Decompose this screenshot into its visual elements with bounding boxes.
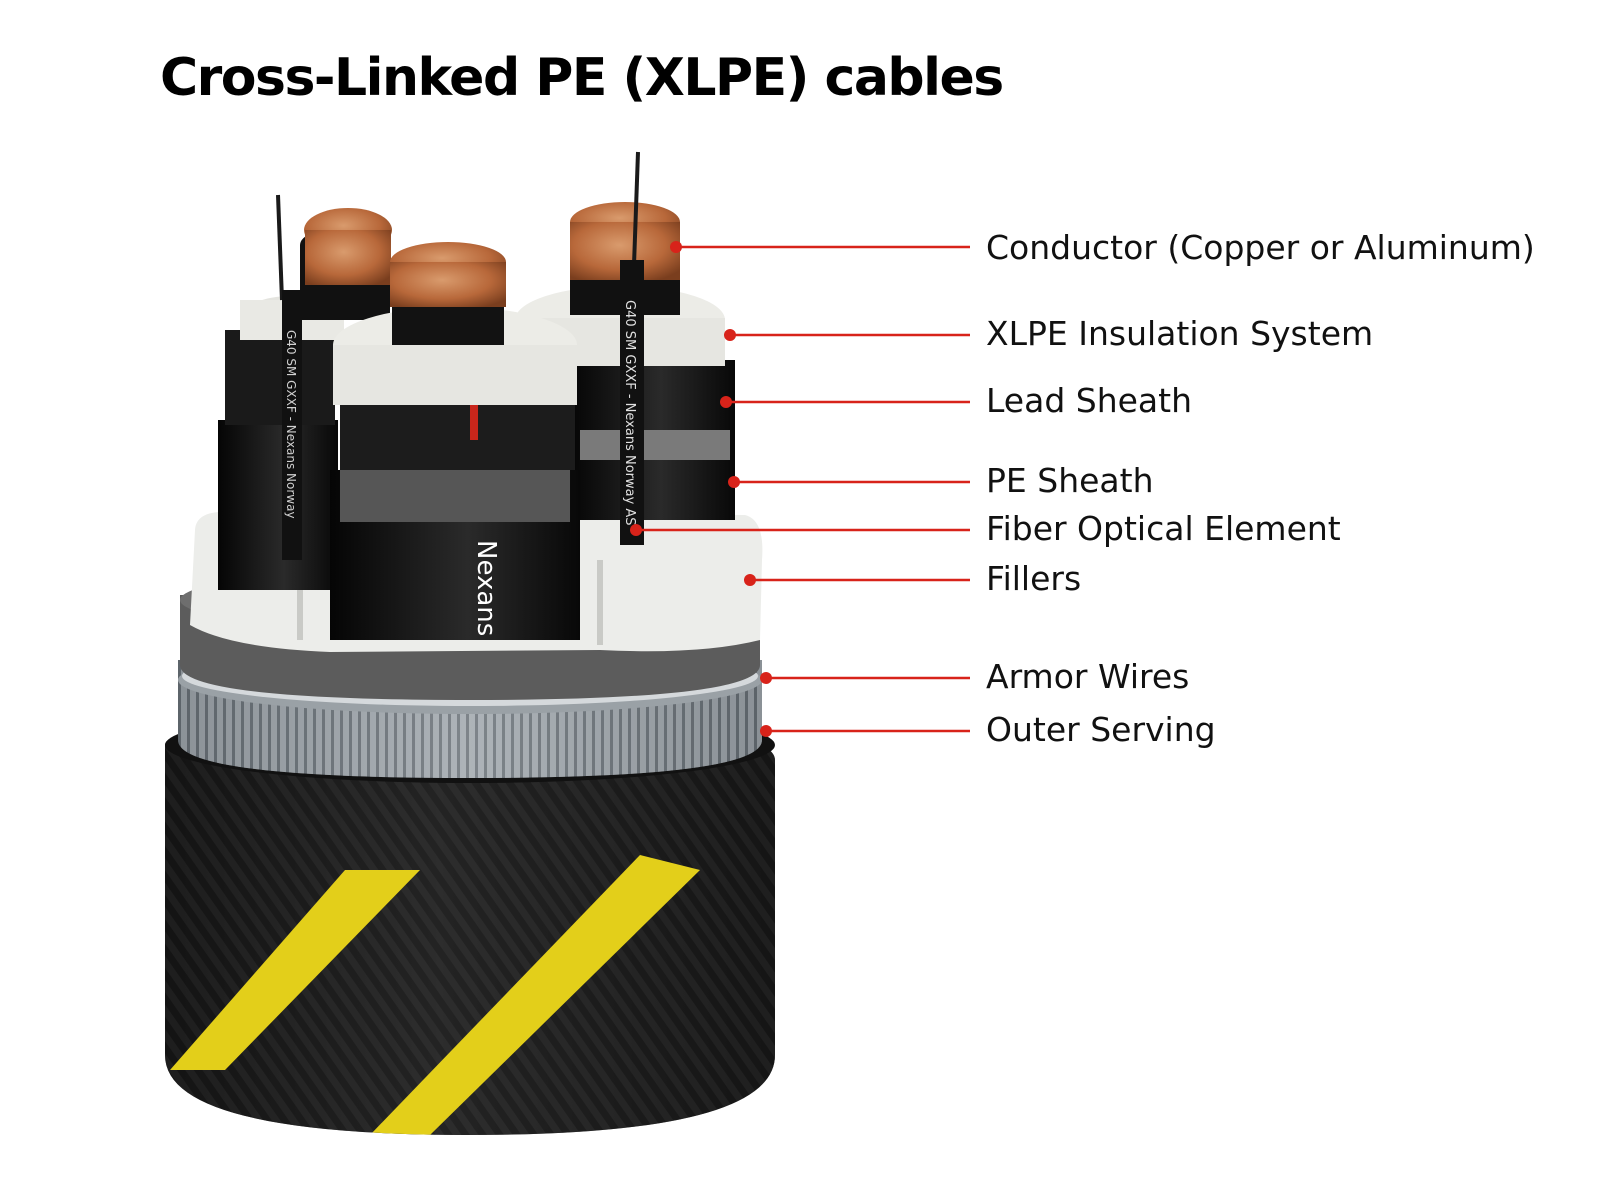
anchor-dot-conductor — [670, 241, 682, 253]
core-left — [218, 208, 392, 590]
label-lead-sheath: Lead Sheath — [986, 381, 1193, 420]
anchor-dot-lead-sheath — [720, 396, 732, 408]
label-fiber-optical: Fiber Optical Element — [986, 509, 1341, 548]
anchor-dot-xlpe-insulation — [724, 329, 736, 341]
yellow-stripe — [170, 870, 420, 1070]
anchor-dot-armor-wires — [760, 672, 772, 684]
label-fillers: Fillers — [986, 559, 1082, 598]
diagram-title: Cross-Linked PE (XLPE) cables — [160, 48, 1004, 108]
label-armor-wires: Armor Wires — [986, 657, 1190, 696]
leader-lines — [630, 241, 970, 737]
anchor-dot-pe-sheath — [728, 476, 740, 488]
anchor-dot-fiber-optical — [630, 524, 642, 536]
label-outer-serving: Outer Serving — [986, 710, 1216, 749]
label-pe-sheath: PE Sheath — [986, 461, 1154, 500]
cable-print-left: G40 SM GXXF - Nexans Norway — [284, 330, 298, 519]
anchor-dot-fillers — [744, 574, 756, 586]
cable-print-right: G40 SM GXXF - Nexans Norway AS — [622, 300, 637, 526]
brand-text: Nexans — [471, 540, 501, 636]
core-front: Nexans — [330, 242, 580, 640]
label-conductor: Conductor (Copper or Aluminum) — [986, 228, 1535, 267]
anchor-dot-outer-serving — [760, 725, 772, 737]
fiber-optical-elements: G40 SM GXXF - Nexans Norway AS G40 SM GX… — [276, 151, 644, 560]
yellow-stripe — [370, 855, 700, 1135]
label-xlpe-insulation: XLPE Insulation System — [986, 314, 1374, 353]
